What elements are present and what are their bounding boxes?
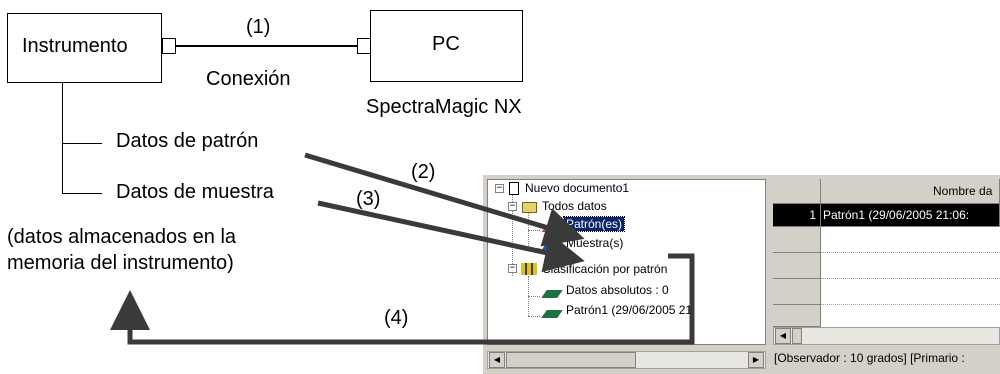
- instrument-port: [162, 38, 176, 54]
- scroll-right-icon[interactable]: ▶: [748, 352, 764, 368]
- arrow3-label: (3): [356, 188, 381, 210]
- absolute-data-icon: [541, 290, 563, 298]
- folder-icon: [522, 202, 537, 213]
- tree-item-root[interactable]: Nuevo documento1: [525, 181, 630, 195]
- pc-label: PC: [432, 33, 460, 55]
- grid-row-value[interactable]: Patrón1 (29/06/2005 21:06:: [821, 204, 1000, 227]
- grid-row-header: [773, 227, 821, 253]
- tree-item-standard1[interactable]: Patrón1 (29/06/2005 21:: [566, 303, 696, 317]
- connection-number: (1): [246, 16, 271, 38]
- pc-port: [357, 38, 371, 54]
- branch-sample: [62, 193, 102, 194]
- sample-swatch-icon: [541, 243, 563, 250]
- scroll-thumb[interactable]: [506, 352, 636, 368]
- status-text: [Observador : 10 grados] [Primario :: [774, 351, 965, 365]
- memory-note-line1: (datos almacenados en la: [7, 226, 237, 248]
- sample-data-label: Datos de muestra: [116, 181, 274, 203]
- arrow2-label: (2): [411, 161, 436, 183]
- grid-column-header[interactable]: Nombre da: [821, 179, 1000, 204]
- tree-collapse-all-data[interactable]: −: [508, 201, 517, 211]
- grid-row-number[interactable]: 1: [773, 204, 821, 227]
- tree-item-samples[interactable]: Muestra(s): [566, 236, 624, 250]
- tree-item-all-data[interactable]: Todos datos: [542, 199, 607, 213]
- classification-icon: [521, 263, 537, 275]
- memory-note-line2: memoria del instrumento): [7, 252, 234, 274]
- branch-vertical: [62, 83, 63, 193]
- tree-collapse-root[interactable]: −: [495, 183, 504, 193]
- tree-item-classification[interactable]: Clasificación por patrón: [542, 262, 668, 276]
- data-tree-pane: − Nuevo documento1 − Todos datos Patrón(…: [487, 179, 766, 345]
- grid-row-header: [773, 279, 821, 305]
- software-label: SpectraMagic NX: [366, 96, 522, 118]
- document-icon: [509, 182, 519, 195]
- grid-row-header: [773, 305, 821, 327]
- standard-data-label: Datos de patrón: [116, 130, 259, 152]
- grid-corner: [773, 179, 821, 204]
- standard1-icon: [541, 310, 563, 318]
- tree-horizontal-scrollbar[interactable]: ◀ ▶: [487, 351, 766, 369]
- connection-label: Conexión: [206, 68, 291, 90]
- arrow4-label: (4): [384, 307, 409, 329]
- connection-line: [176, 45, 357, 47]
- tree-item-standards[interactable]: Patrón(es): [562, 216, 626, 232]
- tree-item-absolute-data[interactable]: Datos absolutos : 0: [566, 283, 669, 297]
- tree-collapse-classification[interactable]: −: [508, 263, 517, 273]
- grid-scroll-left-icon[interactable]: ◀: [775, 328, 791, 344]
- instrument-box: [7, 13, 162, 83]
- scroll-left-icon[interactable]: ◀: [489, 352, 505, 368]
- grid-scroll-thumb[interactable]: [792, 328, 802, 344]
- pc-box: [370, 10, 523, 82]
- grid-row-header: [773, 253, 821, 279]
- branch-standard: [62, 143, 102, 144]
- status-bar: [Observador : 10 grados] [Primario :: [773, 345, 1000, 374]
- data-grid: Nombre da 1 Patrón1 (29/06/2005 21:06: ◀: [773, 179, 1000, 345]
- standard-swatch-icon: [541, 225, 563, 232]
- grid-horizontal-scrollbar[interactable]: ◀: [773, 327, 1000, 345]
- instrument-label: Instrumento: [22, 35, 128, 57]
